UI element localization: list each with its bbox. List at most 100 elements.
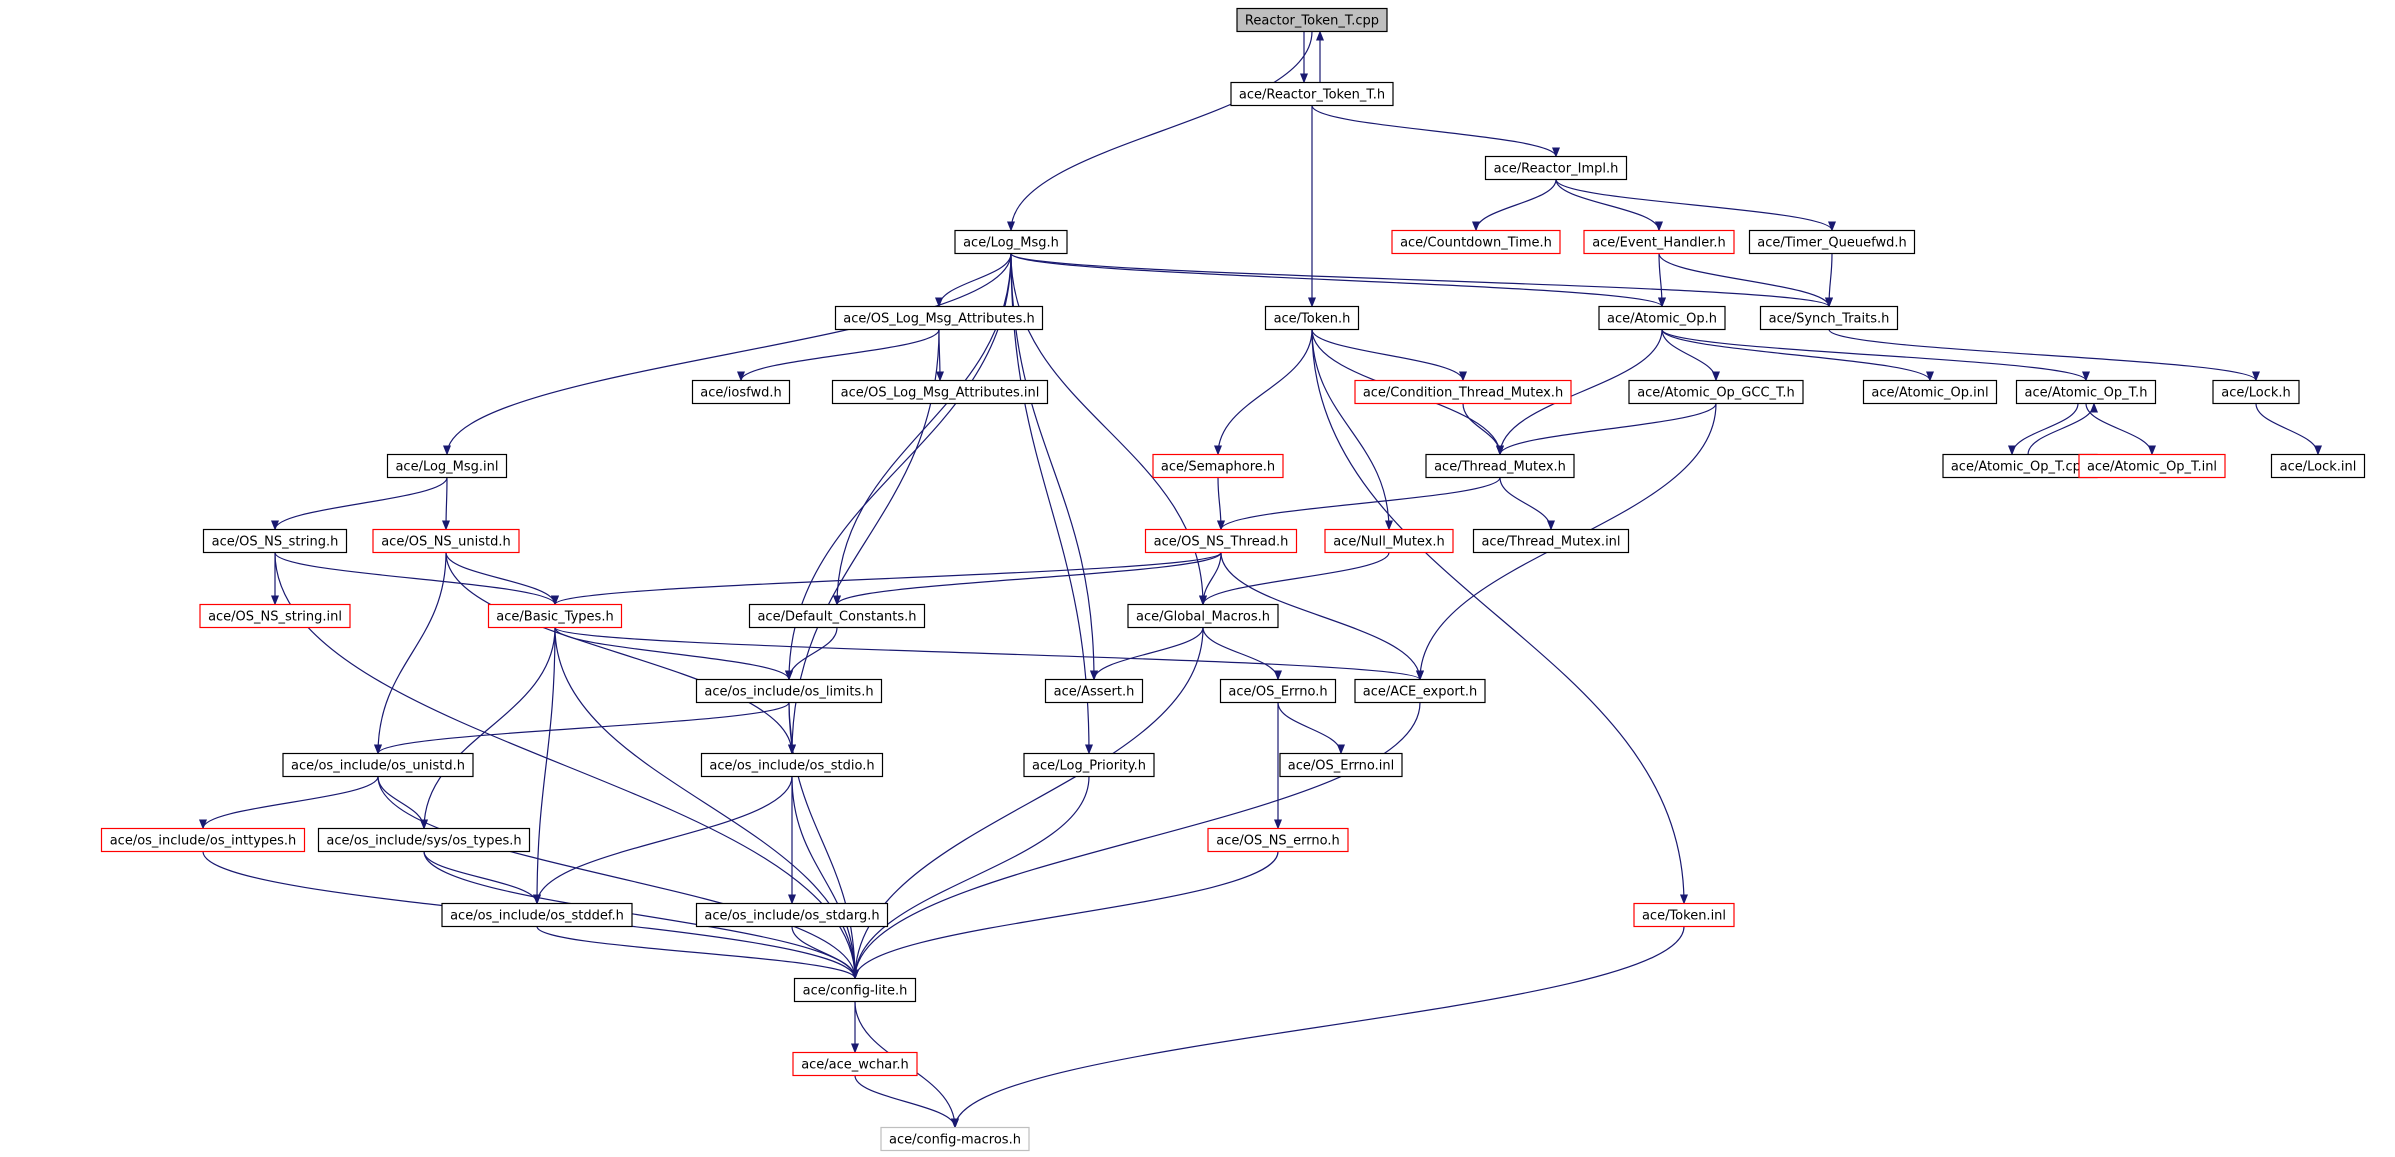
- node-logmsginl[interactable]: ace/Log_Msg.inl: [386, 453, 508, 479]
- edge-logprio-to-cfglite: [851, 776, 1090, 980]
- node-aotcpp[interactable]: ace/Atomic_Op_T.cpp: [1942, 453, 2098, 479]
- node-label: ace/Event_Handler.h: [1592, 236, 1726, 251]
- node-globmac[interactable]: ace/Global_Macros.h: [1127, 603, 1279, 629]
- node-wchar[interactable]: ace/ace_wchar.h: [792, 1051, 918, 1077]
- edge-osattr-to-iosfwd: [737, 329, 940, 382]
- node-thrmutex[interactable]: ace/Thread_Mutex.h: [1425, 453, 1575, 479]
- node-cdt[interactable]: ace/Countdown_Time.h: [1391, 229, 1561, 255]
- edge-osunistd-to-cfglite: [377, 776, 859, 980]
- node-nsunistd[interactable]: ace/OS_NS_unistd.h: [372, 528, 520, 554]
- node-label: ace/Atomic_Op.h: [1607, 312, 1717, 327]
- edge-logmsg-to-logmsginl: [443, 253, 1012, 456]
- edge-lock-to-lockinl: [2255, 403, 2322, 456]
- node-logprio[interactable]: ace/Log_Priority.h: [1023, 752, 1155, 778]
- node-box: [1144, 528, 1298, 554]
- edge-aceexport-to-cfglite: [851, 702, 1421, 980]
- node-label: ace/Synch_Traits.h: [1769, 312, 1890, 327]
- node-osattrinl[interactable]: ace/OS_Log_Msg_Attributes.inl: [831, 379, 1049, 405]
- edge-thrmutex-to-nsthread: [1217, 477, 1501, 531]
- node-box: [700, 752, 884, 778]
- node-aoinl[interactable]: ace/Atomic_Op.inl: [1862, 379, 1998, 405]
- node-label: ace/os_include/os_stdarg.h: [704, 909, 879, 924]
- edge-basictypes-to-osstddef: [533, 627, 556, 905]
- edge-logmsg-to-atomic: [1010, 252, 1666, 308]
- edge-nsthread-to-defconst: [833, 551, 1222, 606]
- node-label: ace/Basic_Types.h: [496, 610, 613, 625]
- node-box: [1484, 155, 1628, 181]
- node-box: [1862, 379, 1998, 405]
- node-root[interactable]: Reactor_Token_T.cpp: [1236, 7, 1388, 33]
- node-cfglite[interactable]: ace/config-lite.h: [793, 977, 917, 1003]
- node-label: ace/ACE_export.h: [1363, 685, 1477, 700]
- node-box: [1264, 305, 1360, 331]
- node-cfgmacros[interactable]: ace/config-macros.h: [880, 1126, 1030, 1152]
- node-osstddef[interactable]: ace/os_include/os_stddef.h: [441, 902, 633, 928]
- node-evh[interactable]: ace/Event_Handler.h: [1583, 229, 1735, 255]
- node-box: [2078, 453, 2226, 479]
- node-defconst[interactable]: ace/Default_Constants.h: [748, 603, 926, 629]
- node-oslimits[interactable]: ace/os_include/os_limits.h: [695, 678, 883, 704]
- edge-wchar-to-cfgmacros: [854, 1075, 959, 1129]
- node-oserrno[interactable]: ace/OS_Errno.h: [1219, 678, 1337, 704]
- node-tqf[interactable]: ace/Timer_Queuefwd.h: [1748, 229, 1916, 255]
- edge-nserrno-to-cfglite: [851, 851, 1279, 980]
- node-rimpl[interactable]: ace/Reactor_Impl.h: [1484, 155, 1628, 181]
- node-nserrno[interactable]: ace/OS_NS_errno.h: [1207, 827, 1349, 853]
- node-basictypes[interactable]: ace/Basic_Types.h: [487, 603, 623, 629]
- node-logmsg[interactable]: ace/Log_Msg.h: [954, 229, 1068, 255]
- node-osstdarg[interactable]: ace/os_include/os_stdarg.h: [695, 902, 889, 928]
- node-label: ace/Token.inl: [1642, 909, 1726, 924]
- node-sem[interactable]: ace/Semaphore.h: [1152, 453, 1284, 479]
- node-thrmutexinl[interactable]: ace/Thread_Mutex.inl: [1472, 528, 1630, 554]
- edge-osstdio-to-osstddef: [533, 776, 793, 905]
- node-aotinl[interactable]: ace/Atomic_Op_T.inl: [2078, 453, 2226, 479]
- node-nsstring[interactable]: ace/OS_NS_string.h: [202, 528, 348, 554]
- edge-nsunistd-to-basictypes: [445, 552, 559, 606]
- node-label: ace/Assert.h: [1054, 685, 1135, 700]
- node-lockinl[interactable]: ace/Lock.inl: [2270, 453, 2366, 479]
- node-oserrnoinl[interactable]: ace/OS_Errno.inl: [1279, 752, 1403, 778]
- node-osunistd[interactable]: ace/os_include/os_unistd.h: [282, 752, 474, 778]
- node-box: [1236, 7, 1388, 33]
- node-box: [748, 603, 926, 629]
- node-aceexport[interactable]: ace/ACE_export.h: [1354, 678, 1486, 704]
- edge-globmac-to-cfglite: [851, 627, 1204, 980]
- node-assert[interactable]: ace/Assert.h: [1044, 678, 1144, 704]
- node-label: ace/Log_Priority.h: [1032, 759, 1146, 774]
- node-label: ace/os_include/os_inttypes.h: [110, 834, 297, 849]
- node-rtth[interactable]: ace/Reactor_Token_T.h: [1230, 81, 1394, 107]
- node-token[interactable]: ace/Token.h: [1264, 305, 1360, 331]
- node-osinttypes[interactable]: ace/os_include/os_inttypes.h: [100, 827, 306, 853]
- node-systypes[interactable]: ace/os_include/sys/os_types.h: [317, 827, 531, 853]
- node-osattr[interactable]: ace/OS_Log_Msg_Attributes.h: [834, 305, 1044, 331]
- node-tokeninl[interactable]: ace/Token.inl: [1633, 902, 1735, 928]
- node-nullmutex[interactable]: ace/Null_Mutex.h: [1324, 528, 1454, 554]
- edge-osunistd-to-systypes: [377, 776, 428, 830]
- node-osstdio[interactable]: ace/os_include/os_stdio.h: [700, 752, 884, 778]
- edge-osstddef-to-cfglite: [536, 926, 859, 980]
- node-label: ace/os_include/os_limits.h: [704, 685, 873, 700]
- node-nsstringinl[interactable]: ace/OS_NS_string.inl: [199, 603, 351, 629]
- node-ctm[interactable]: ace/Condition_Thread_Mutex.h: [1354, 379, 1572, 405]
- node-box: [1598, 305, 1726, 331]
- node-lock[interactable]: ace/Lock.h: [2212, 379, 2300, 405]
- node-iosfwd[interactable]: ace/iosfwd.h: [691, 379, 791, 405]
- node-aogcc[interactable]: ace/Atomic_Op_GCC_T.h: [1628, 379, 1804, 405]
- node-box: [1044, 678, 1144, 704]
- node-box: [695, 902, 889, 928]
- node-aot[interactable]: ace/Atomic_Op_T.h: [2015, 379, 2157, 405]
- node-atomic[interactable]: ace/Atomic_Op.h: [1598, 305, 1726, 331]
- edge-oslimits-to-cfglite: [788, 702, 859, 980]
- node-box: [1230, 81, 1394, 107]
- node-synch[interactable]: ace/Synch_Traits.h: [1759, 305, 1899, 331]
- node-label: ace/Lock.h: [2221, 386, 2291, 401]
- node-box: [691, 379, 791, 405]
- node-label: ace/Condition_Thread_Mutex.h: [1363, 386, 1563, 401]
- node-box: [372, 528, 520, 554]
- node-nsthread[interactable]: ace/OS_NS_Thread.h: [1144, 528, 1298, 554]
- edge-token-to-nullmutex: [1311, 329, 1393, 531]
- edge-systypes-to-osstddef: [423, 851, 541, 905]
- node-box: [1127, 603, 1279, 629]
- node-label: ace/OS_Errno.inl: [1288, 759, 1394, 774]
